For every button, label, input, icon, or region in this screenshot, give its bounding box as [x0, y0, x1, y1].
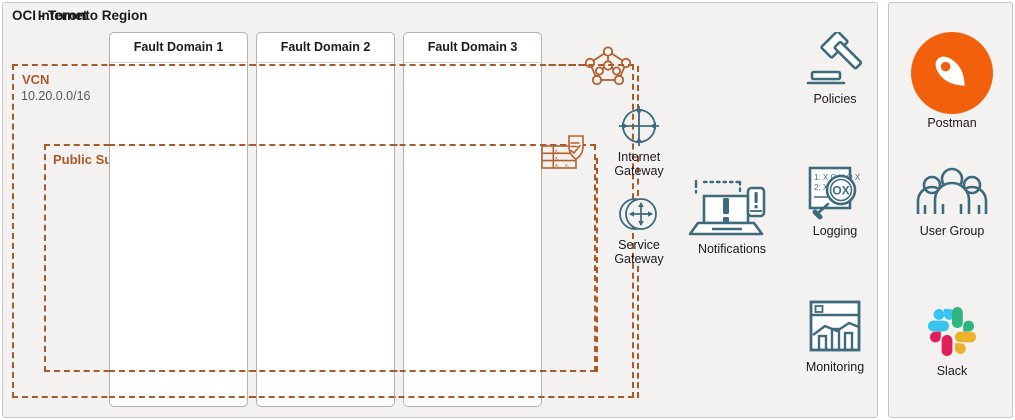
connector-security-list-to-subnet — [596, 158, 598, 372]
svg-text:x,: x, — [555, 156, 560, 162]
fault-domain-label-3: Fault Domain 3 — [404, 33, 541, 63]
notifications-laptop-icon — [688, 179, 766, 236]
slack-label: Slack — [936, 364, 968, 378]
vcn-cidr-label: 10.20.0.0/16 — [21, 89, 91, 103]
user-group-icon — [916, 167, 988, 214]
user-group-label: User Group — [919, 224, 985, 238]
service-gateway-label: Service Gateway — [614, 238, 664, 266]
svg-text:x,: x, — [555, 163, 560, 169]
logging-item: 1: X O X O X 2: X O X O OX Logging — [790, 164, 880, 238]
internet-gateway-icon — [619, 106, 659, 146]
service-gateway-icon — [619, 198, 657, 230]
fault-domain-label-2: Fault Domain 2 — [257, 33, 394, 63]
postman-label: Postman — [927, 116, 977, 130]
logging-label: Logging — [812, 224, 858, 238]
security-list-shield-icon: x,x, x,x, — [541, 135, 584, 169]
log-search-icon: 1: X O X O X 2: X O X O OX — [808, 166, 861, 220]
notifications-item: Notifications — [680, 178, 784, 256]
policies-label: Policies — [813, 92, 857, 106]
vcn-network-icon — [584, 46, 632, 86]
connector-internet-to-service-gateway — [637, 156, 639, 196]
user-group-item: User Group — [900, 166, 1004, 238]
slack-logo — [928, 307, 976, 356]
vcn-edge-top-overlay — [109, 64, 586, 66]
monitoring-item: Monitoring — [788, 298, 882, 374]
gavel-icon — [806, 32, 863, 85]
postman-item: Postman — [900, 32, 1004, 130]
vcn-label: VCN — [22, 72, 50, 87]
service-gateway-item: Service Gateway — [594, 192, 684, 266]
svg-text:OX: OX — [832, 184, 849, 198]
svg-text:x,: x, — [565, 163, 570, 169]
subnet-edge-bottom-overlay — [109, 370, 596, 372]
fault-domain-card-2: Fault Domain 2 — [256, 32, 395, 407]
fault-domain-card-1: Fault Domain 1 — [109, 32, 248, 407]
connector-vcn-to-internet-gateway — [637, 66, 639, 110]
notifications-label: Notifications — [697, 242, 767, 256]
vcn-icon-wrapper — [584, 46, 632, 86]
connector-service-gateway-to-vcn-bottom — [637, 266, 639, 398]
fault-domain-card-3: Fault Domain 3 — [403, 32, 542, 407]
internet-panel-title: Internet — [37, 8, 88, 23]
policies-item: Policies — [790, 32, 880, 106]
slack-item: Slack — [900, 300, 1004, 378]
monitoring-chart-icon — [809, 300, 861, 352]
monitoring-label: Monitoring — [805, 360, 865, 374]
subnet-edge-top-overlay — [109, 144, 596, 146]
internet-gateway-label: Internet Gateway — [614, 150, 664, 178]
vcn-edge-bottom-overlay — [109, 396, 634, 398]
internet-gateway-item: Internet Gateway — [594, 104, 684, 178]
postman-logo — [911, 32, 993, 114]
oci-region-title: OCI - Toronto Region — [12, 8, 148, 23]
svg-text:x,: x, — [555, 148, 560, 154]
security-list-wrapper: x,x, x,x, — [540, 134, 592, 178]
fault-domain-label-1: Fault Domain 1 — [110, 33, 247, 63]
